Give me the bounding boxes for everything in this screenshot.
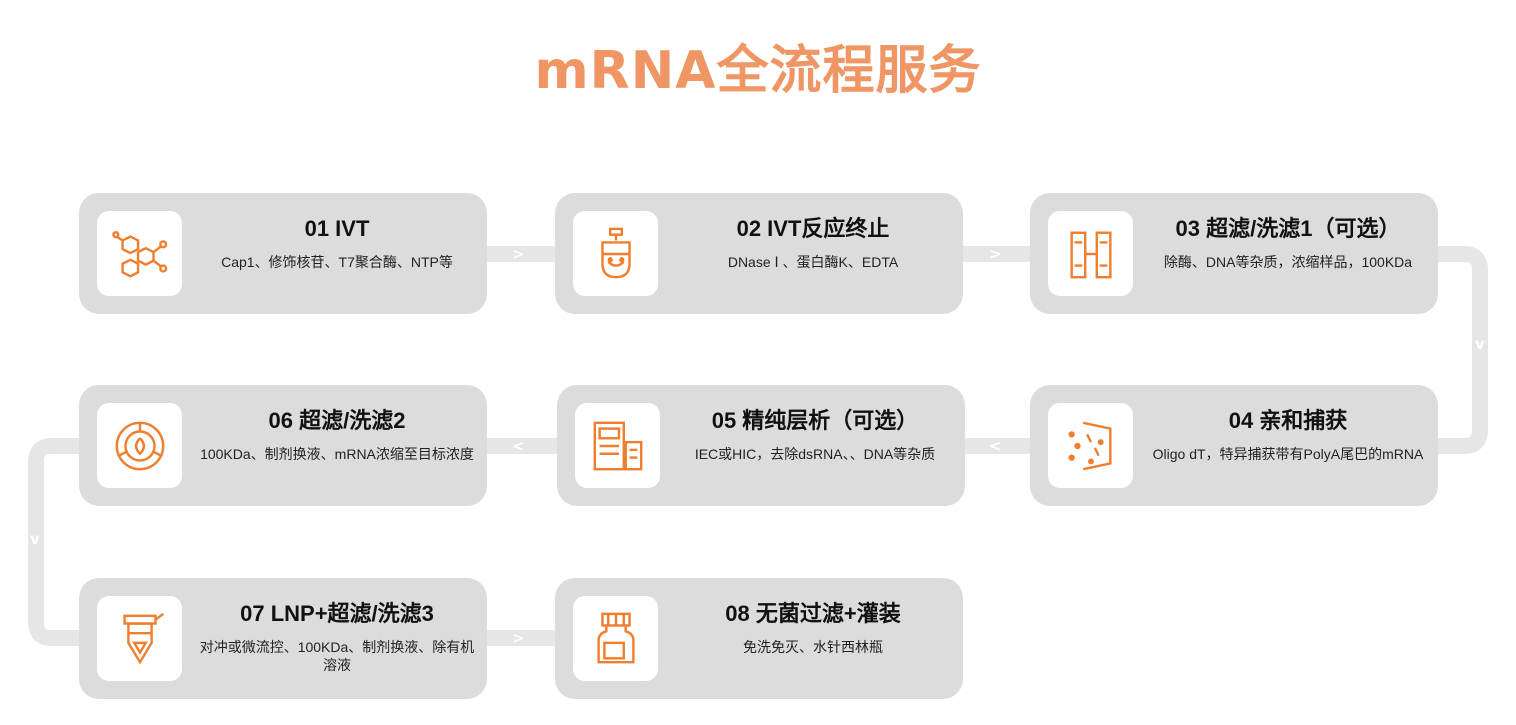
step-title: 02 IVT反应终止 [736,216,890,241]
flow-arrow-2: > [989,245,1002,263]
step-card-08: 08 无菌过滤+灌装 免洗免灭、水针西林瓶 [555,578,963,699]
filter-columns-icon [1069,231,1112,278]
step-desc: 对冲或微流控、100KDa、制剂换液、除有机溶液 [199,639,475,673]
step-title: 08 无菌过滤+灌装 [725,601,901,626]
capture-icon [1068,421,1112,470]
step-icon-box [573,211,658,296]
centrifuge-icon [115,421,164,470]
step-desc: DNase Ⅰ 、蛋白酶K、EDTA [727,254,899,270]
step-title: 05 精纯层析（可选） [711,408,919,433]
step-title: 04 亲和捕获 [1228,408,1348,433]
page-title: mRNA全流程服务 [534,41,982,101]
step-card-06: 06 超滤/洗滤2 100KDa、制剂换液、mRNA浓缩至目标浓度 [79,385,487,506]
vial-icon [596,612,635,663]
step-title: 07 LNP+超滤/洗滤3 [240,601,434,626]
step-icon-box [1048,403,1133,488]
step-card-02: 02 IVT反应终止 DNase Ⅰ 、蛋白酶K、EDTA [555,193,963,314]
flow-arrow-3: v [1475,335,1485,353]
step-desc: Oligo dT，特异捕获带有PolyA尾巴的mRNA [1152,446,1424,462]
step-desc: Cap1、修饰核苷、T7聚合酶、NTP等 [221,254,453,270]
step-card-07: 07 LNP+超滤/洗滤3 对冲或微流控、100KDa、制剂换液、除有机溶液 [79,578,487,699]
step-icon-box [575,403,660,488]
step-card-05: 05 精纯层析（可选） IEC或HIC，去除dsRNA、、DNA等杂质 [557,385,965,506]
step-card-01: 01 IVT Cap1、修饰核苷、T7聚合酶、NTP等 [79,193,487,314]
step-icon-box [97,211,182,296]
flow-arrow-7: > [512,629,525,647]
flow-arrow-5: < [512,437,525,455]
molecule-icon [111,230,167,278]
step-icon-box [97,596,182,681]
step-desc: 100KDa、制剂换液、mRNA浓缩至目标浓度 [200,446,474,462]
flow-arrow-4: < [989,437,1002,455]
step-desc: 除酶、DNA等杂质，浓缩样品，100KDa [1163,254,1413,270]
step-icon-box [1048,211,1133,296]
step-title: 01 IVT [304,216,370,241]
step-desc: 免洗免灭、水针西林瓶 [743,639,883,655]
tube-icon [600,227,631,278]
step-icon-box [573,596,658,681]
step-title: 06 超滤/洗滤2 [268,408,406,433]
step-card-03: 03 超滤/洗滤1（可选） 除酶、DNA等杂质，浓缩样品，100KDa [1030,193,1438,314]
chromatography-icon [593,421,642,470]
step-title: 03 超滤/洗滤1（可选） [1175,216,1401,241]
step-desc: IEC或HIC，去除dsRNA、、DNA等杂质 [694,446,936,462]
step-icon-box [97,403,182,488]
cone-tube-icon [122,612,164,665]
flow-arrow-1: > [512,245,525,263]
step-card-04: 04 亲和捕获 Oligo dT，特异捕获带有PolyA尾巴的mRNA [1030,385,1438,506]
flow-arrow-6: v [30,530,40,548]
